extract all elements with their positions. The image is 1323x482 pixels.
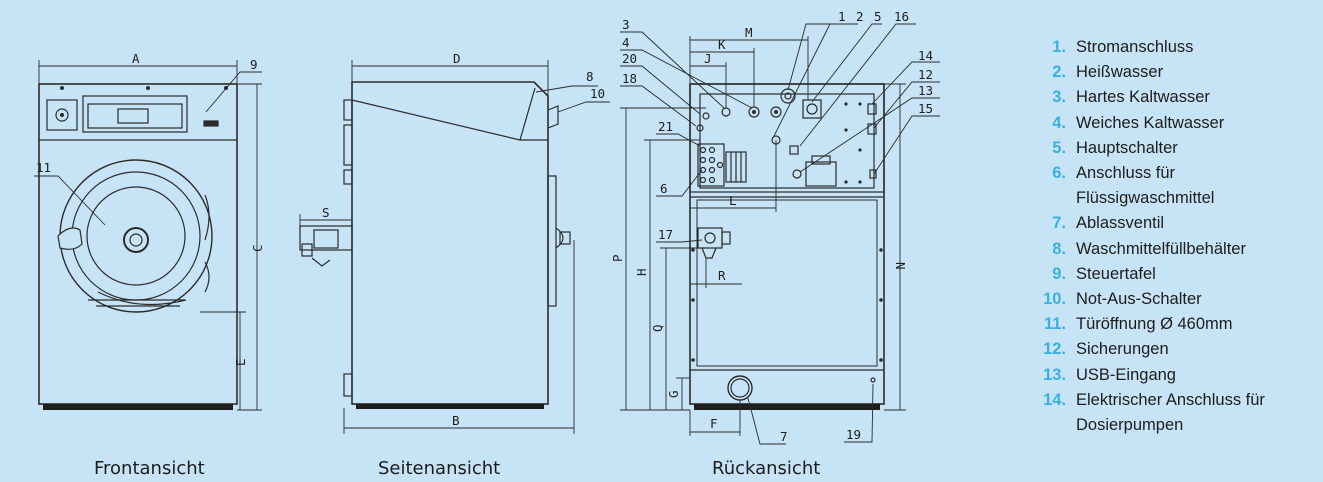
callout-6: 6: [660, 181, 668, 196]
legend-item: 11. Türöffnung Ø 460mm: [1032, 312, 1306, 337]
callout-19: 19: [846, 427, 861, 442]
callout-5: 5: [874, 9, 882, 24]
legend-item-text: Hauptschalter: [1076, 138, 1178, 157]
callout-18: 18: [622, 71, 637, 86]
legend-item-text: Türöffnung Ø 460mm: [1076, 315, 1233, 334]
dim-label-c: C: [250, 244, 265, 252]
dim-label-k: K: [718, 37, 726, 52]
legend-item-number: 7.: [1052, 214, 1066, 233]
dim-label-e: E: [233, 358, 248, 366]
drawing-labels: A C E 11 9 D B S 8 10 3 4 20 18 M K J 1 …: [36, 9, 933, 444]
legend-item: 4. Weiches Kaltwasser: [1032, 111, 1306, 136]
legend-item-text: Heißwasser: [1076, 63, 1164, 82]
legend-item: 6. Anschluss für Flüssigwaschmittel: [1032, 161, 1306, 211]
legend-item-text: Sicherungen: [1076, 340, 1169, 359]
dim-label-a: A: [132, 51, 140, 66]
callout-12: 12: [918, 67, 933, 82]
legend-item-text: Steuertafel: [1076, 264, 1156, 283]
legend-item-text: Weiches Kaltwasser: [1076, 113, 1225, 132]
legend-item-number: 12.: [1043, 340, 1066, 359]
callout-3: 3: [622, 17, 630, 32]
callout-20: 20: [622, 51, 637, 66]
legend-item: 2. Heißwasser: [1032, 60, 1306, 85]
legend-item-number: 14.: [1043, 390, 1066, 409]
dim-label-d: D: [453, 51, 461, 66]
side-view: [299, 60, 610, 434]
legend-item-text: Not-Aus-Schalter: [1076, 290, 1202, 309]
legend-item-text: Hartes Kaltwasser: [1076, 88, 1210, 107]
legend-item-text: Elektrischer Anschluss für Dosierpumpen: [1076, 390, 1265, 435]
legend-item-number: 8.: [1052, 239, 1066, 258]
callout-2: 2: [856, 9, 864, 24]
rear-view-caption: Rückansicht: [712, 458, 821, 479]
legend-item-number: 10.: [1043, 290, 1066, 309]
legend-item-number: 1.: [1052, 38, 1066, 56]
control-panel-display: [82, 95, 188, 133]
legend-item-number: 9.: [1052, 264, 1066, 283]
callout-7: 7: [780, 429, 788, 444]
dim-label-q: Q: [650, 324, 665, 332]
legend-item-number: 4.: [1052, 113, 1066, 132]
legend-item: 5. Hauptschalter: [1032, 136, 1306, 161]
callout-10: 10: [590, 86, 605, 101]
dim-label-r: R: [718, 268, 726, 283]
dim-label-h: H: [634, 268, 649, 276]
rear-view: [620, 23, 940, 445]
legend-item-text: Anschluss für Flüssigwaschmittel: [1076, 164, 1215, 208]
front-view-caption: Frontansicht: [94, 458, 205, 479]
dim-label-n: N: [893, 262, 908, 270]
legend-item-number: 6.: [1052, 164, 1066, 183]
legend-item: 13. USB-Eingang: [1032, 363, 1306, 388]
dim-label-s: S: [322, 205, 330, 220]
callout-13: 13: [918, 83, 933, 98]
dim-label-p: P: [610, 254, 625, 262]
legend-item: 9. Steuertafel: [1032, 262, 1306, 287]
emergency-button-panel: [46, 99, 78, 131]
rear-cabinet: [689, 83, 885, 405]
callout-14: 14: [918, 48, 933, 63]
callout-15: 15: [918, 101, 933, 116]
side-cabinet: [351, 81, 549, 405]
usb-slot: [203, 120, 219, 127]
dim-label-f: F: [710, 416, 718, 431]
callout-8: 8: [586, 69, 594, 84]
legend-item: 10. Not-Aus-Schalter: [1032, 287, 1306, 312]
legend-item-number: 13.: [1043, 365, 1066, 384]
legend-item-text: Waschmittelfüllbehälter: [1076, 239, 1246, 258]
dim-label-l: L: [729, 193, 737, 208]
door-handle-center: [123, 227, 149, 253]
legend-item: 8. Waschmittelfüllbehälter: [1032, 237, 1306, 262]
callout-1: 1: [838, 9, 846, 24]
legend-item-number: 11.: [1043, 315, 1066, 334]
door-outer: [59, 159, 213, 313]
legend-item: 3. Hartes Kaltwasser: [1032, 85, 1306, 110]
dim-label-g: G: [666, 390, 681, 398]
dim-label-j: J: [704, 51, 712, 66]
callout-17: 17: [658, 227, 673, 242]
dim-label-b: B: [452, 413, 460, 428]
dim-label-m: M: [745, 25, 753, 40]
callout-4: 4: [622, 35, 630, 50]
callout-9: 9: [250, 57, 258, 72]
callout-21: 21: [658, 119, 673, 134]
callout-11: 11: [36, 160, 51, 175]
legend-item: 7. Ablassventil: [1032, 211, 1306, 236]
legend-item-text: Ablassventil: [1076, 214, 1165, 233]
legend-item: 14. Elektrischer Anschluss für Dosierpump…: [1032, 388, 1306, 438]
legend-item: 1. Stromanschluss: [1032, 35, 1306, 60]
side-view-caption: Seitenansicht: [378, 458, 501, 479]
callout-16: 16: [894, 9, 909, 24]
front-view: [34, 60, 262, 411]
legend-item-text: Stromanschluss: [1076, 38, 1194, 56]
legend-item-number: 3.: [1052, 88, 1066, 107]
legend-item: 12. Sicherungen: [1032, 337, 1306, 362]
legend-list: 1. Stromanschluss 2. Heißwasser 3. Hartes Kal…: [1032, 35, 1306, 438]
legend-item-number: 5.: [1052, 138, 1066, 157]
legend-item-number: 2.: [1052, 63, 1066, 82]
legend-item-text: USB-Eingang: [1076, 365, 1176, 384]
